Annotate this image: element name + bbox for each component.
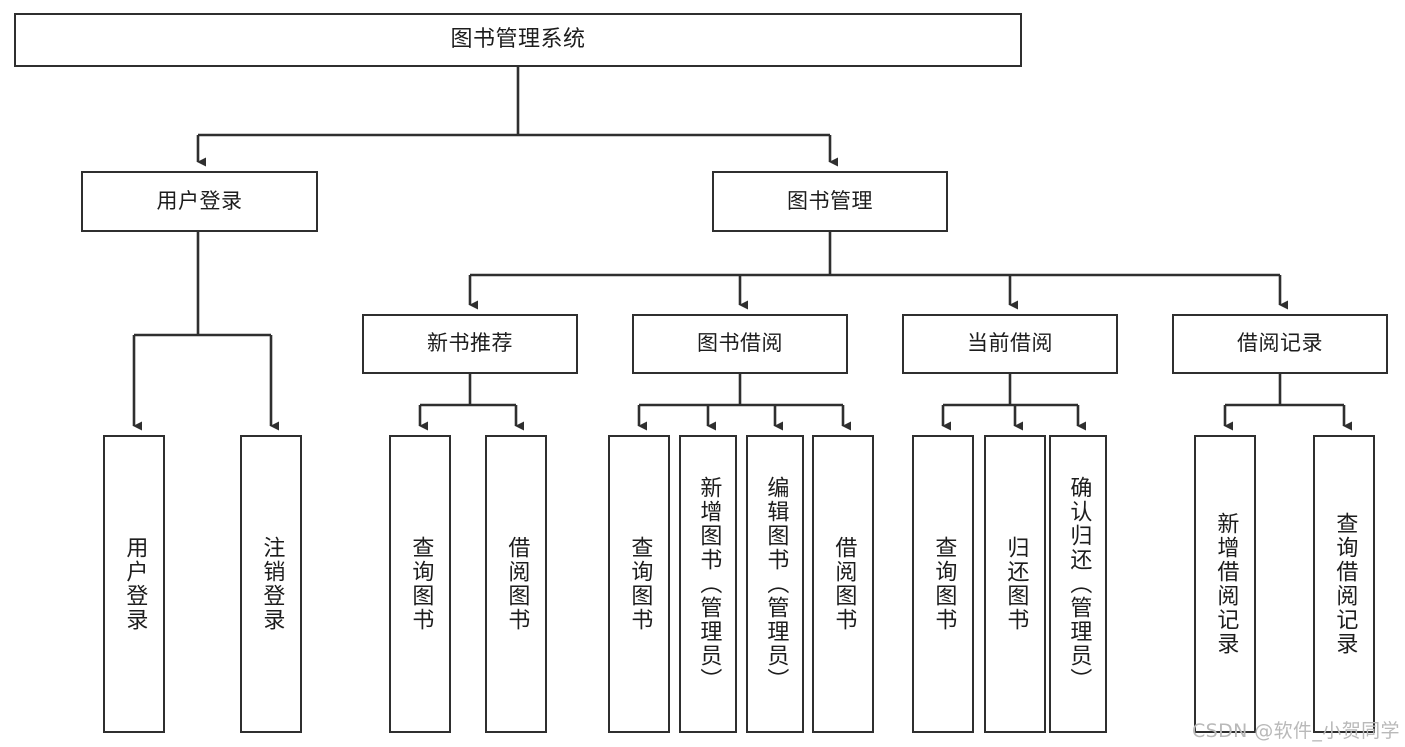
leaf-query-book-current[interactable]: 查询图书 [912, 435, 974, 733]
leaf-return-book[interactable]: 归还图书 [984, 435, 1046, 733]
node-user-login[interactable]: 用户登录 [81, 171, 318, 232]
leaf-user-login[interactable]: 用户登录 [103, 435, 165, 733]
leaf-query-book-current-label: 查询图书 [931, 536, 957, 632]
node-root-label: 图书管理系统 [450, 26, 586, 52]
leaf-add-borrow-record[interactable]: 新增借阅记录 [1194, 435, 1256, 733]
leaf-query-book-recommend[interactable]: 查询图书 [389, 435, 451, 733]
leaf-query-book-borrow-label: 查询图书 [627, 536, 653, 632]
node-root[interactable]: 图书管理系统 [14, 13, 1022, 67]
leaf-edit-book-admin-label: 编辑图书（管理员） [763, 476, 789, 692]
leaf-add-borrow-record-label: 新增借阅记录 [1213, 512, 1239, 656]
leaf-confirm-return-admin-label: 确认归还（管理员） [1066, 476, 1092, 692]
leaf-add-book-admin-label: 新增图书（管理员） [696, 476, 722, 692]
node-user-login-label: 用户登录 [156, 188, 243, 213]
node-current-borrow[interactable]: 当前借阅 [902, 314, 1118, 374]
leaf-confirm-return-admin[interactable]: 确认归还（管理员） [1049, 435, 1107, 733]
leaf-query-borrow-record[interactable]: 查询借阅记录 [1313, 435, 1375, 733]
leaf-user-login-label: 用户登录 [122, 536, 148, 632]
leaf-edit-book-admin[interactable]: 编辑图书（管理员） [746, 435, 804, 733]
node-book-management-label: 图书管理 [787, 188, 873, 213]
node-borrow-records[interactable]: 借阅记录 [1172, 314, 1388, 374]
leaf-query-book-recommend-label: 查询图书 [408, 536, 434, 632]
csdn-watermark: CSDN @软件_小贺同学 [1192, 720, 1400, 742]
leaf-borrow-book-label: 借阅图书 [831, 536, 857, 632]
node-current-borrow-label: 当前借阅 [967, 331, 1053, 356]
leaf-logout[interactable]: 注销登录 [240, 435, 302, 733]
node-borrow-records-label: 借阅记录 [1237, 331, 1323, 356]
node-book-management[interactable]: 图书管理 [712, 171, 948, 232]
node-book-borrow[interactable]: 图书借阅 [632, 314, 848, 374]
leaf-borrow-book-recommend-label: 借阅图书 [504, 536, 530, 632]
leaf-return-book-label: 归还图书 [1003, 536, 1029, 632]
node-new-book-recommend[interactable]: 新书推荐 [362, 314, 578, 374]
node-new-book-recommend-label: 新书推荐 [427, 331, 513, 356]
node-book-borrow-label: 图书借阅 [697, 331, 783, 356]
leaf-query-book-borrow[interactable]: 查询图书 [608, 435, 670, 733]
leaf-query-borrow-record-label: 查询借阅记录 [1332, 512, 1358, 656]
leaf-logout-label: 注销登录 [259, 536, 285, 632]
leaf-add-book-admin[interactable]: 新增图书（管理员） [679, 435, 737, 733]
leaf-borrow-book-recommend[interactable]: 借阅图书 [485, 435, 547, 733]
leaf-borrow-book[interactable]: 借阅图书 [812, 435, 874, 733]
